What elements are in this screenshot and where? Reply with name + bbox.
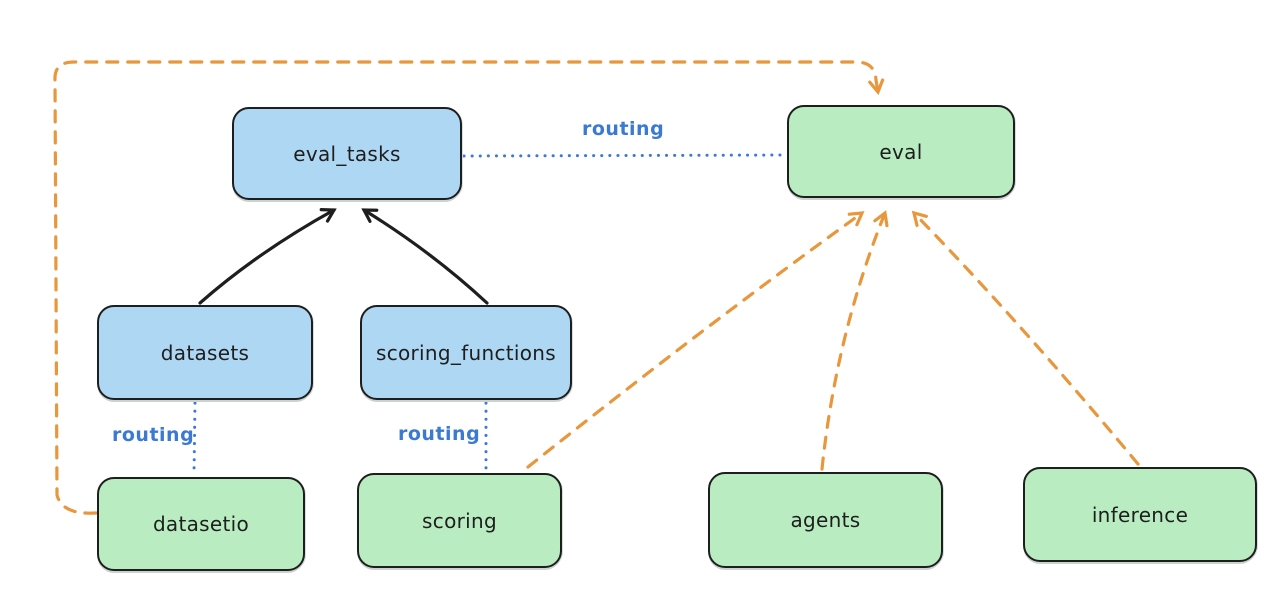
node-eval-tasks-label: eval_tasks <box>293 141 401 166</box>
node-datasetio: datasetio <box>97 477 305 571</box>
node-scoring: scoring <box>357 473 562 568</box>
edge-label-routing-datasets-datasetio: routing <box>112 424 195 446</box>
node-scoring-label: scoring <box>422 508 497 533</box>
node-datasetio-label: datasetio <box>152 512 250 536</box>
node-eval-tasks: eval_tasks <box>232 107 462 200</box>
edge-datasetio-to-eval-loop <box>53 60 885 515</box>
edge-datasets-to-eval-tasks <box>198 208 337 305</box>
node-scoring-functions-label: scoring_functions <box>375 340 557 365</box>
node-eval: eval <box>787 105 1015 198</box>
node-datasets: datasets <box>97 305 313 400</box>
edge-eval-tasks-to-eval-routing <box>462 153 788 158</box>
edge-agents-to-eval <box>820 210 889 471</box>
edge-inference-to-eval <box>911 210 1140 466</box>
node-agents-label: agents <box>790 508 861 532</box>
node-agents: agents <box>708 472 943 568</box>
node-inference: inference <box>1023 467 1257 562</box>
edge-label-routing-scoring-functions-scoring: routing <box>398 423 481 445</box>
edge-label-routing-eval-tasks-eval: routing <box>582 118 665 140</box>
node-eval-label: eval <box>879 139 923 164</box>
edge-scoring-to-eval <box>526 211 865 469</box>
node-scoring-functions: scoring_functions <box>360 305 572 400</box>
edge-scoring-functions-to-eval-tasks <box>361 208 489 305</box>
node-datasets-label: datasets <box>160 340 250 365</box>
node-inference-label: inference <box>1091 502 1189 527</box>
